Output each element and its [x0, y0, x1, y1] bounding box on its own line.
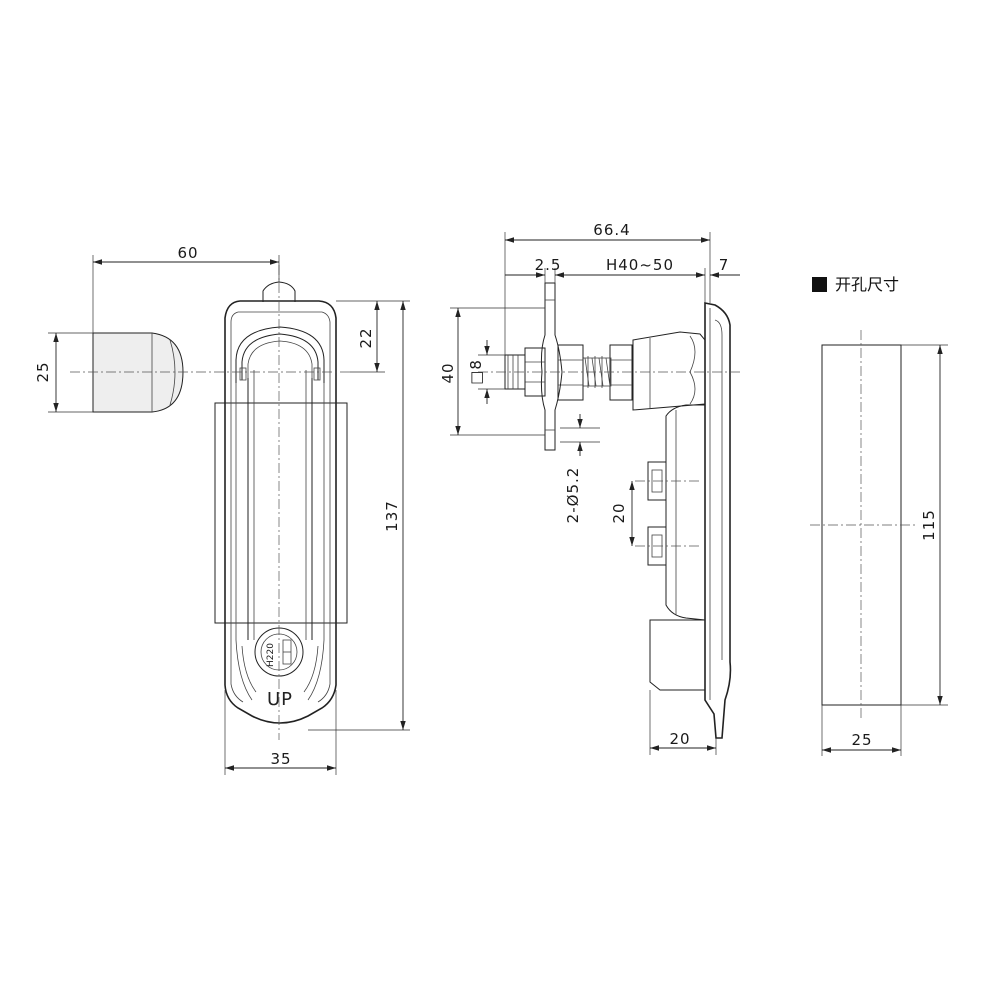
- cutout-title: 开孔尺寸: [835, 275, 899, 294]
- dim-holes: 2-Ø5.2: [560, 414, 600, 523]
- dim-35: 35: [224, 690, 337, 775]
- side-flange: [704, 302, 732, 739]
- dim-40: 40: [439, 307, 545, 436]
- dim-137: 137: [308, 301, 410, 731]
- dim-cutout-25: 25: [821, 705, 902, 756]
- dim-20-spacing: 20: [610, 481, 635, 546]
- lock-body: [224, 300, 337, 724]
- backing-plate: [214, 402, 348, 624]
- svg-text:20: 20: [669, 730, 690, 748]
- svg-text:66.4: 66.4: [593, 221, 630, 239]
- svg-text:7: 7: [719, 256, 730, 274]
- dim-60: 60: [92, 244, 280, 333]
- dim-66-4: 66.4: [504, 221, 711, 355]
- dim-22: 22: [336, 300, 410, 373]
- svg-text:60: 60: [177, 244, 198, 262]
- svg-text:25: 25: [851, 731, 872, 749]
- key-marking: H220: [266, 643, 276, 667]
- svg-text:35: 35: [270, 750, 291, 768]
- svg-text:25: 25: [34, 361, 52, 382]
- dim-square-8: □8: [467, 340, 505, 404]
- svg-text:22: 22: [357, 327, 375, 348]
- cam: [540, 282, 563, 451]
- up-marking: UP: [267, 689, 293, 710]
- svg-text:H40~50: H40~50: [606, 256, 674, 274]
- side-view: 66.4 2.5 H40~50 7 40 □8: [439, 221, 740, 755]
- dim-25: 25: [34, 332, 93, 413]
- dim-row-2: 2.5 H40~50 7: [505, 256, 740, 303]
- lever-handle: [92, 332, 184, 413]
- svg-text:2.5: 2.5: [535, 256, 562, 274]
- dim-115: 115: [901, 344, 948, 706]
- svg-text:115: 115: [920, 509, 938, 541]
- svg-text:□8: □8: [467, 359, 485, 385]
- front-view: H220 UP 60 25 22: [34, 244, 410, 775]
- cutout-view: 开孔尺寸 115 25: [810, 275, 948, 756]
- svg-text:137: 137: [383, 500, 401, 532]
- svg-text:20: 20: [610, 502, 628, 523]
- svg-text:2-Ø5.2: 2-Ø5.2: [564, 467, 582, 524]
- dim-20-base: 20: [649, 690, 717, 755]
- svg-text:40: 40: [439, 362, 457, 383]
- mount-studs: [635, 461, 700, 566]
- legend-square: [812, 277, 827, 292]
